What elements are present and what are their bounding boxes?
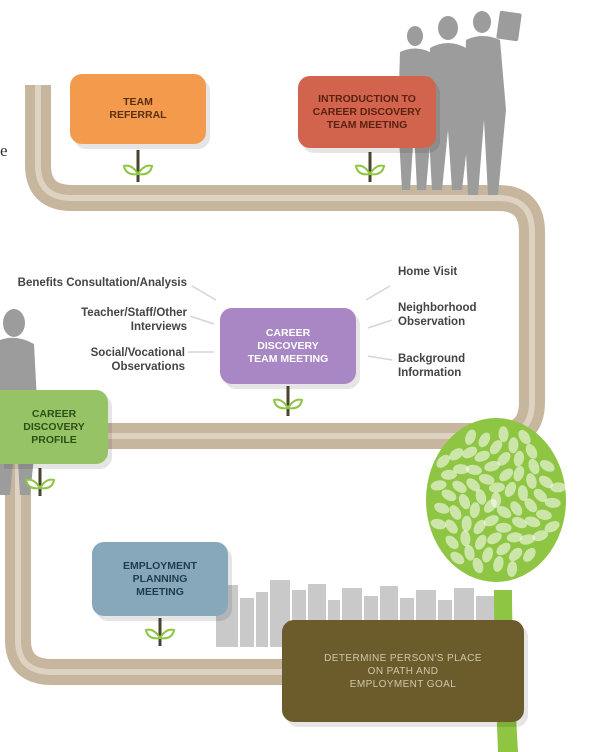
sprout-icon (144, 618, 176, 646)
input-neighborhood-observation: Neighborhood Observation (398, 302, 477, 328)
career-discovery-profile-box: CAREER DISCOVERY PROFILE (0, 390, 108, 464)
determine-goal-label: DETERMINE PERSON'S PLACE ON PATH AND EMP… (324, 652, 482, 690)
sprout-icon (272, 386, 304, 416)
sprout-icon (122, 150, 154, 182)
connector-lines (188, 285, 393, 361)
team-referral-box: TEAM REFERRAL (70, 74, 206, 144)
career-discovery-meeting-label: CAREER DISCOVERY TEAM MEETING (247, 326, 329, 365)
team-referral-label: TEAM REFERRAL (109, 96, 167, 121)
input-home-visit: Home Visit (398, 266, 458, 278)
input-social-vocational-observations: Social/Vocational Observations (90, 347, 185, 373)
input-benefits-consultation: Benefits Consultation/Analysis (17, 277, 187, 289)
input-teacher-staff-interviews: Teacher/Staff/Other Interviews (81, 307, 187, 333)
input-background-information: Background Information (398, 353, 466, 379)
employment-planning-label: EMPLOYMENT PLANNING MEETING (122, 559, 198, 598)
introduction-meeting-box: INTRODUCTION TO CAREER DISCOVERY TEAM ME… (298, 76, 436, 148)
determine-goal-box: DETERMINE PERSON'S PLACE ON PATH AND EMP… (282, 620, 524, 722)
sprout-icon (24, 468, 56, 496)
career-discovery-profile-label: CAREER DISCOVERY PROFILE (23, 407, 85, 446)
cropped-edge-letter: e (0, 141, 8, 160)
introduction-meeting-label: INTRODUCTION TO CAREER DISCOVERY TEAM ME… (312, 92, 422, 131)
career-discovery-meeting-box: CAREER DISCOVERY TEAM MEETING (220, 308, 356, 384)
employment-planning-box: EMPLOYMENT PLANNING MEETING (92, 542, 228, 616)
sprout-icon (354, 152, 386, 182)
